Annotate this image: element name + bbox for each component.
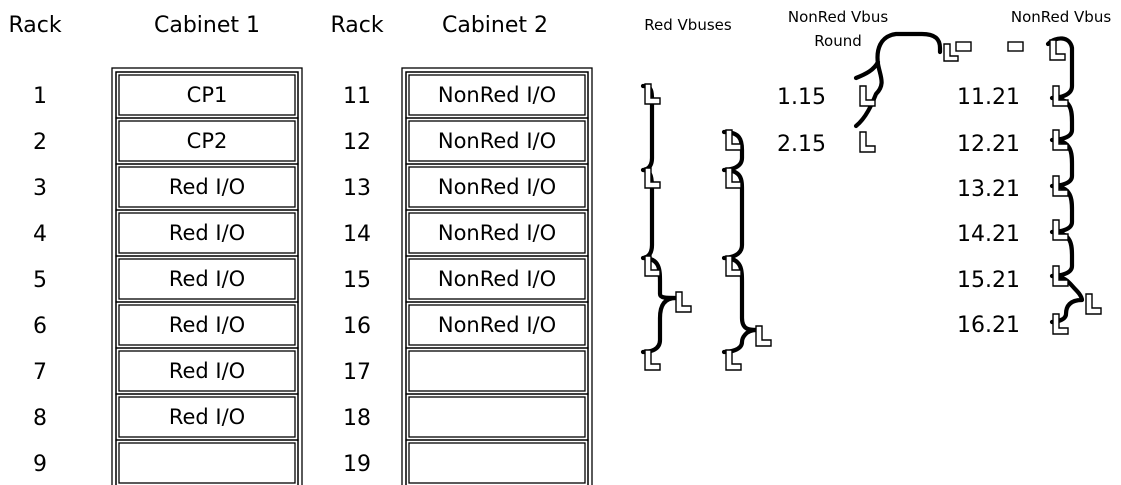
cabinet1-slot-inner [118,212,296,254]
cabinet1-slot-box [115,439,299,485]
cabinet1-slot-inner [118,304,296,346]
cabinet2-rack-number: 14 [343,222,371,247]
cabinet1-slot-inner [118,120,296,162]
cabinet2-slot-inner [408,396,586,438]
cabinet2-slot-label: NonRed I/O [438,83,556,107]
cabinet1-slot-inner [118,166,296,208]
cabinet1-header: Cabinet 1 [154,13,260,38]
cabinet1-rack-number: 1 [33,84,47,109]
cabinet2-rack-number: 17 [343,360,371,385]
nonred-label-6: 16.21 [957,313,1020,338]
cabinet1-slot-inner [118,258,296,300]
cabinet1-slot-inner [118,74,296,116]
cabinet2-slot-label: NonRed I/O [438,175,556,199]
nonred-round-vbus [853,31,972,153]
cabinet2-slot-box [405,439,589,485]
cabinet1-rack-number: 2 [33,130,47,155]
cabinet2-slot-inner [408,74,586,116]
cabinet2-rack-number: 12 [343,130,371,155]
cabinet1-slot-inner [118,396,296,438]
cabinet2-slot-label: NonRed I/O [438,129,556,153]
cabinet2-slot-box [405,347,589,395]
cabinet2-rack-number: 13 [343,176,371,201]
cabinet2-slot-inner [408,350,586,392]
cabinet1-slot-label: CP2 [187,129,228,153]
cabinet2-slot-label: NonRed I/O [438,221,556,245]
nonred-round-header: NonRed Vbus [788,8,888,26]
cabinet2-rack-number: 18 [343,406,371,431]
cabinet1-rack-number: 9 [33,452,47,477]
cabinet1-slot-label: Red I/O [169,313,245,337]
cabinet1-rack-number: 6 [33,314,47,339]
round-label-1: 1.15 [777,85,826,110]
nonred-round-subheader: Round [814,32,861,50]
cabinet2-slot-inner [408,212,586,254]
nonred-vbus-header: NonRed Vbus [1011,8,1111,26]
red-vbus-chain-b [721,129,772,371]
nonred-label-3: 13.21 [957,177,1020,202]
cabinet1-slot-label: CP1 [187,83,228,107]
cabinet2-slot-inner [408,120,586,162]
cabinet2-slot-inner [408,258,586,300]
cabinet1-rack-number: 4 [33,222,47,247]
cabinet2-header: Cabinet 2 [442,13,548,38]
cabinet1-slot-label: Red I/O [169,221,245,245]
cabinet2-slot-label: NonRed I/O [438,313,556,337]
red-vbuses-header: Red Vbuses [644,16,732,34]
nonred-label-5: 15.21 [957,268,1020,293]
cabinet1-rack-number: 8 [33,406,47,431]
cabinet2-rack-number: 15 [343,268,371,293]
cabinet1-slot-label: Red I/O [169,175,245,199]
rack-header-left: Rack [8,13,61,38]
cabinet1-rack-number: 7 [33,360,47,385]
cabinet2-slot-inner [408,304,586,346]
nonred-label-2: 12.21 [957,132,1020,157]
rack-header-right: Rack [330,13,383,38]
red-vbus-chain-a [640,83,692,371]
cabinet2-slot-inner [408,166,586,208]
cabinet2-slot-inner [408,442,586,484]
cabinet1-slot-inner [118,350,296,392]
cabinet2-rack-number: 16 [343,314,371,339]
round-label-2: 2.15 [777,132,826,157]
cabinet2-slot-box [405,393,589,441]
cabinet1-slot-label: Red I/O [169,359,245,383]
nonred-vbus-chain [1007,36,1102,335]
cabinet2-rack-number: 11 [343,84,371,109]
nonred-label-1: 11.21 [957,85,1020,110]
nonred-label-4: 14.21 [957,222,1020,247]
cabinet1-slot-inner [118,442,296,484]
cabinet1-rack-number: 3 [33,176,47,201]
cabinet2-rack-number: 19 [343,452,371,477]
cabinet2-slot-label: NonRed I/O [438,267,556,291]
cabinet1-slot-label: Red I/O [169,267,245,291]
cabinet1-slot-label: Red I/O [169,405,245,429]
cabinet1-rack-number: 5 [33,268,47,293]
